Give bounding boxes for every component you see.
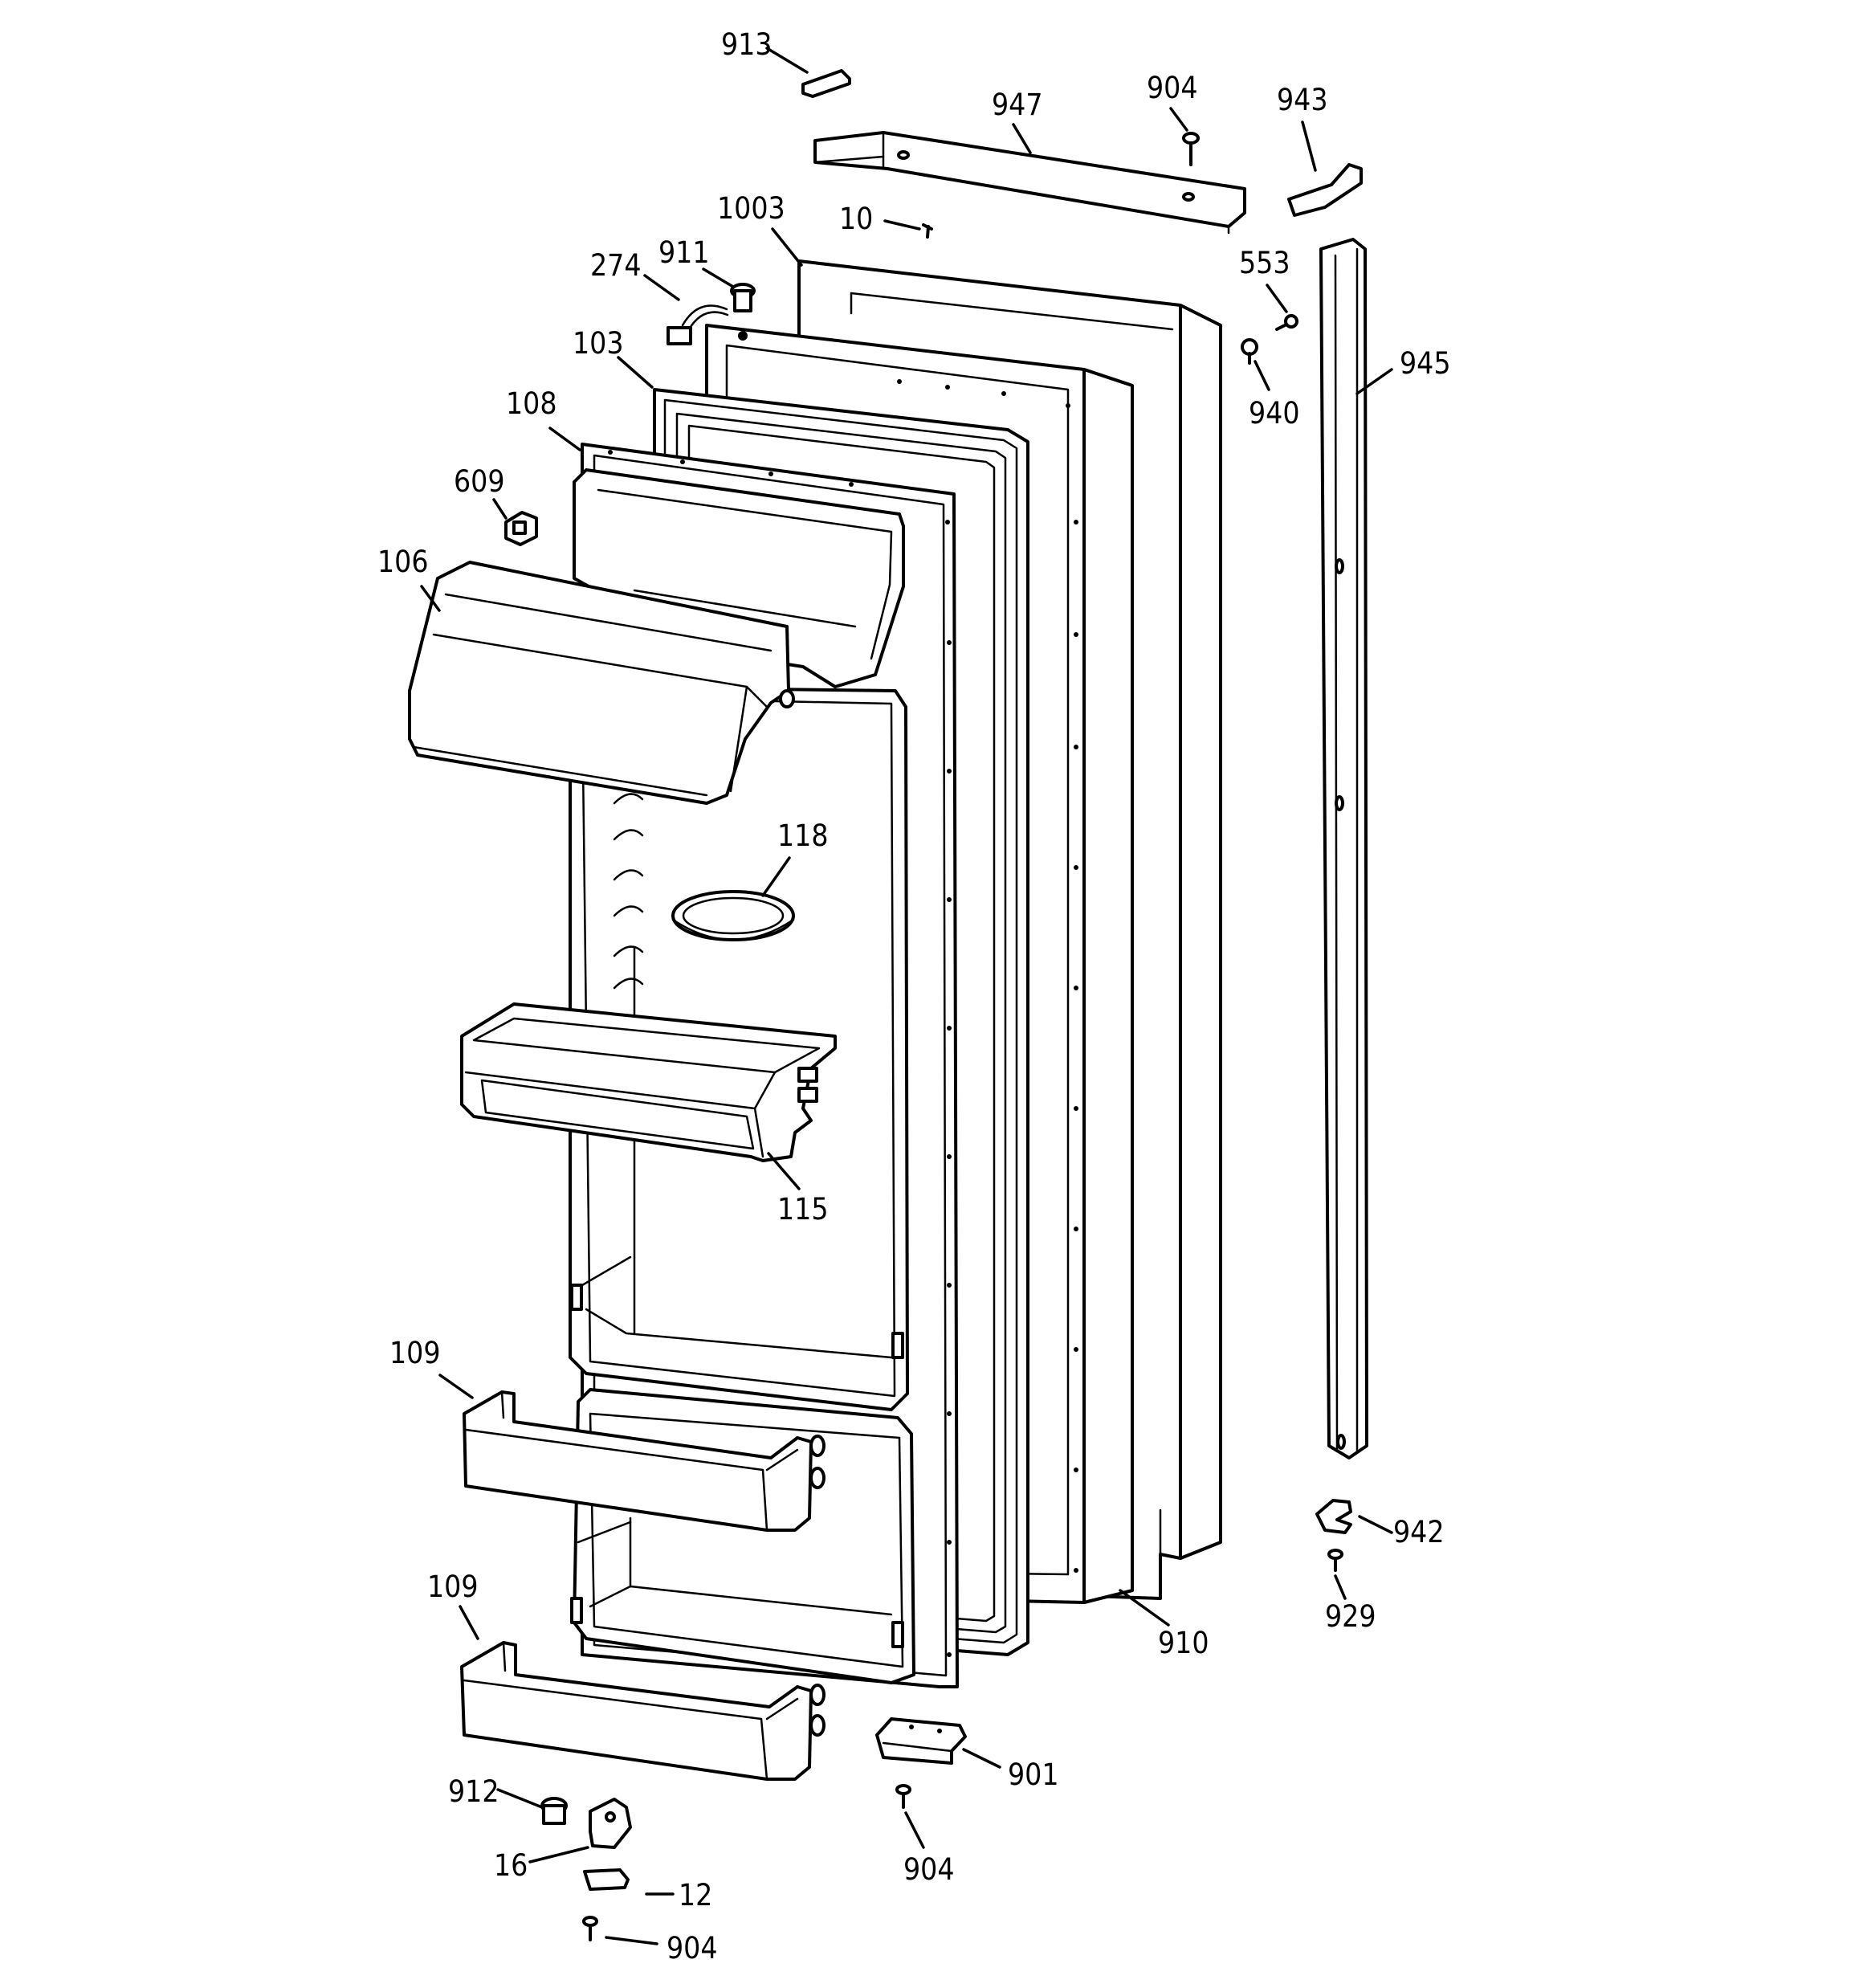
callout-901: 901 (1008, 1757, 1059, 1792)
callout-115: 115 (777, 1192, 829, 1227)
bracket-12 (583, 1868, 630, 1891)
frame-screw-holes (897, 379, 1078, 1573)
top-cap-947 (813, 131, 1246, 235)
callout-945: 945 (1400, 346, 1451, 381)
callout-108: 108 (506, 386, 557, 421)
plug-911 (730, 283, 756, 312)
callout-labels: 913 947 904 943 1003 10 911 274 553 945 … (377, 27, 1451, 1966)
callout-109-upper: 109 (389, 1336, 441, 1370)
callout-942: 942 (1393, 1515, 1445, 1549)
switch-609 (504, 511, 538, 546)
callout-118: 118 (777, 818, 829, 853)
callout-103: 103 (573, 326, 624, 361)
liner-shelf-rails (570, 793, 904, 1648)
callout-109-lower: 109 (427, 1570, 479, 1604)
callout-274: 274 (590, 248, 642, 283)
pin-553 (1275, 314, 1298, 331)
pin-940 (1241, 338, 1258, 365)
callout-940: 940 (1249, 396, 1300, 431)
screw-904-bottom (582, 1916, 598, 1941)
callout-913: 913 (721, 27, 773, 62)
callout-912: 912 (448, 1774, 499, 1809)
dairy-cover-106 (408, 561, 795, 805)
shelf-bin-109-upper (463, 1390, 826, 1532)
bracket-901 (875, 1717, 967, 1765)
oval-tray-118 (671, 890, 795, 941)
screw-929 (1327, 1549, 1343, 1572)
callout-106: 106 (377, 545, 429, 579)
hinge-cover-943 (1287, 163, 1363, 217)
bottom-hinge-16 (589, 1798, 632, 1849)
bushing-912 (540, 1797, 568, 1825)
callout-10: 10 (839, 202, 873, 236)
hinge-942 (1315, 1499, 1352, 1534)
screw-10 (922, 223, 933, 239)
harness-274 (667, 304, 729, 345)
callout-553: 553 (1239, 246, 1290, 280)
leader-lines (420, 47, 1393, 1945)
callout-911: 911 (658, 235, 710, 270)
door-bin-115 (460, 1002, 837, 1162)
callout-16: 16 (494, 1848, 528, 1883)
callout-943: 943 (1277, 83, 1328, 117)
callout-904-mid: 904 (903, 1852, 955, 1887)
callout-947: 947 (992, 88, 1043, 122)
part-913 (801, 69, 851, 98)
liner-dots (608, 450, 952, 1657)
shelf-bin-109-lower (460, 1641, 826, 1781)
callout-904-bottom: 904 (667, 1931, 718, 1966)
callout-904-top: 904 (1147, 71, 1198, 105)
screw-904-mid (895, 1784, 911, 1809)
callout-929: 929 (1325, 1599, 1376, 1634)
trim-strip-945 (1319, 238, 1368, 1459)
callout-910: 910 (1158, 1626, 1209, 1660)
screw-904-top (1182, 132, 1200, 166)
callout-609: 609 (454, 464, 505, 499)
callout-12: 12 (679, 1878, 712, 1912)
callout-1003: 1003 (717, 191, 785, 226)
